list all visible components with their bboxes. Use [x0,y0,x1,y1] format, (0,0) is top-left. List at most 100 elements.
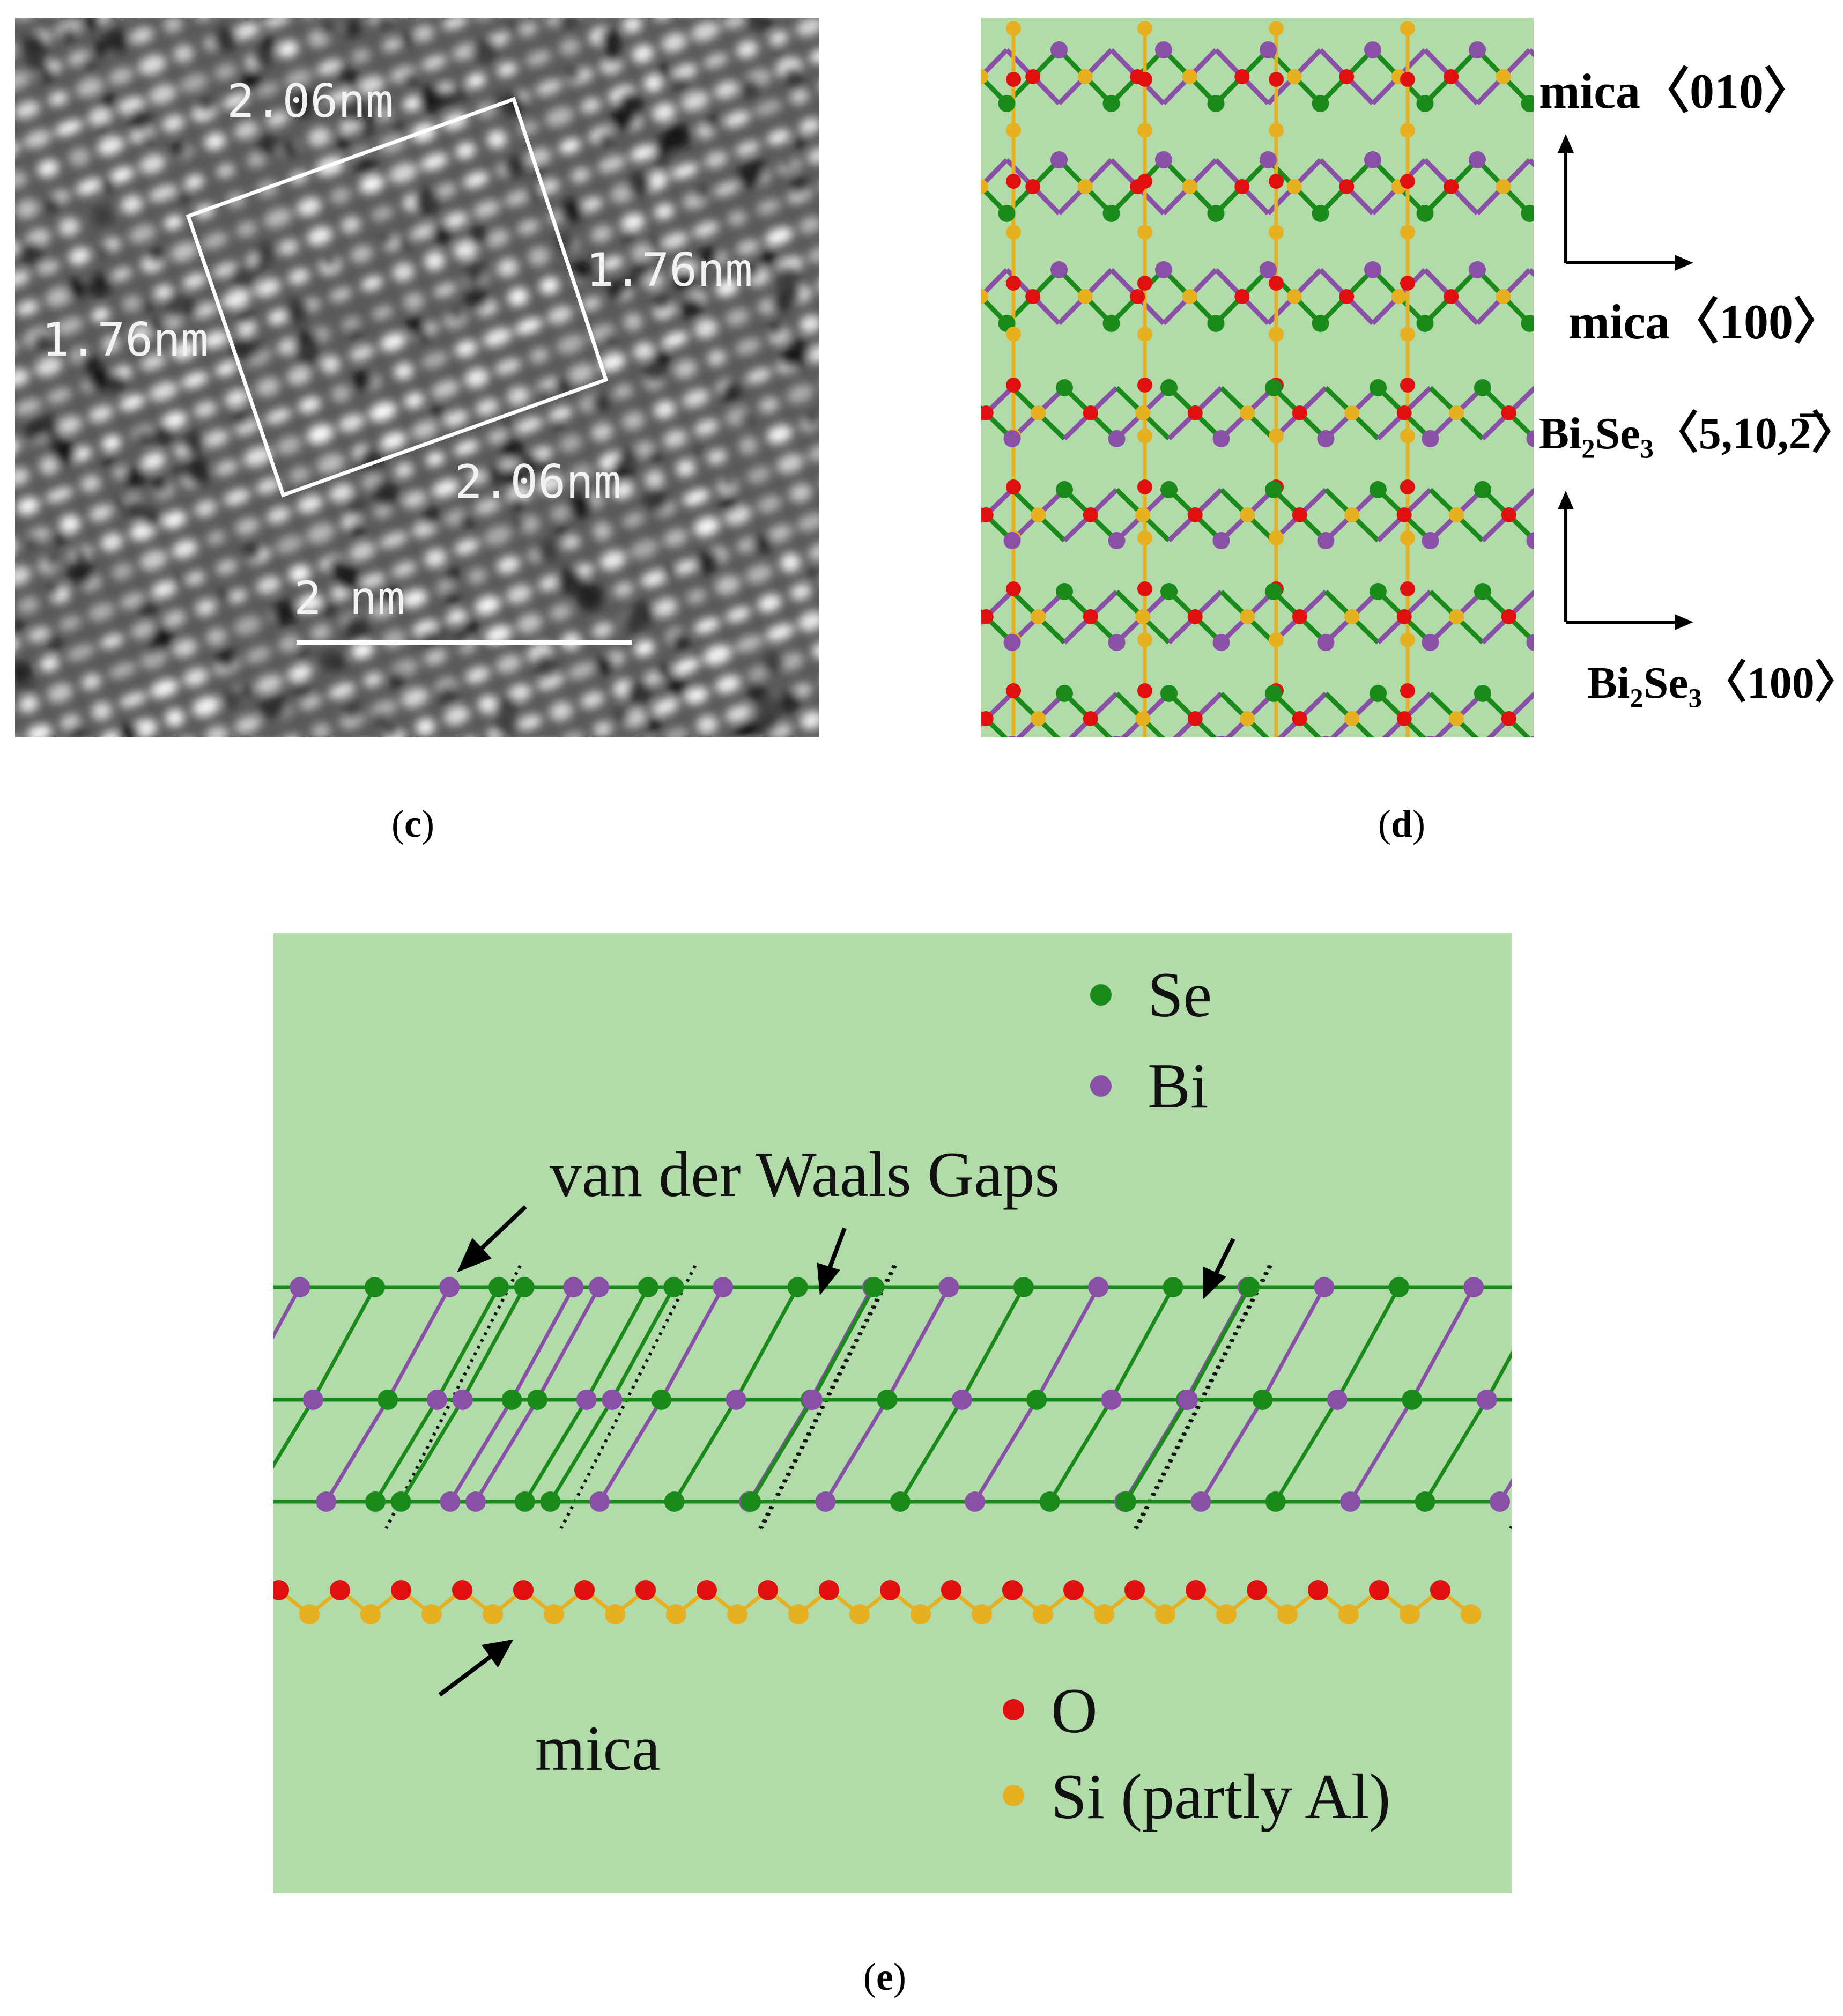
lattice-spot [256,575,281,594]
dark-spot [242,541,262,562]
dark-spot [240,685,254,699]
dark-spot [617,447,640,470]
lattice-spot [57,416,82,435]
dark-spot [778,690,802,714]
lattice-spot [548,406,572,422]
lattice-spot [15,101,40,119]
o-atom [513,1580,534,1600]
dark-spot [393,122,405,135]
lattice-spot [663,528,688,548]
lattice-spot [590,225,613,243]
lattice-spot [442,211,468,229]
dark-spot [147,247,164,264]
lattice-spot [15,270,31,287]
lattice-spot [455,142,476,159]
lattice-spot [36,260,60,275]
lattice-spot [122,294,142,313]
dark-spot [103,28,129,54]
lattice-spot [726,607,751,623]
lattice-spot [278,634,301,653]
lattice-spot [391,561,417,578]
chain-atom [1137,276,1152,291]
dark-spot [15,618,25,633]
dark-spot [91,274,112,296]
arrow-right-mica [1675,255,1693,271]
si-atom [788,1604,809,1624]
si-atom [1240,507,1255,522]
bond [1410,1286,1476,1401]
lattice-spot [119,692,147,708]
dark-spot [127,107,152,132]
dark-spot [319,21,334,36]
bond [386,1286,452,1401]
dark-spot [438,686,459,707]
dark-spot [519,452,540,474]
lattice-spot [745,564,773,584]
chain-atom [1400,530,1415,545]
lattice-spot [704,151,728,168]
lattice-spot [696,715,719,735]
si-atom [1400,1604,1420,1624]
dark-spot [437,623,449,636]
lattice-spot [194,401,217,418]
o-atom [1444,69,1459,84]
lattice-spot [725,704,752,722]
lattice-spot [254,674,283,694]
lattice-spot [215,361,237,376]
bond [510,1286,575,1401]
dark-spot [230,264,256,291]
se-atom [1102,95,1120,112]
dark-spot [694,185,708,200]
lattice-spot [108,167,134,184]
lattice-spot [777,652,804,671]
lattice-spot [715,279,738,297]
dark-spot [626,680,653,707]
bond [734,1286,800,1401]
lattice-spot [463,171,489,188]
lattice-spot [453,440,479,456]
dark-spot [141,300,153,312]
lattice-spot [800,315,819,334]
bi-atom [1317,532,1335,549]
dark-spot [656,64,672,80]
dark-spot [330,655,346,670]
o-atom [880,1580,900,1600]
bi-atom [1212,532,1230,549]
bi-atom [1364,261,1381,278]
si-atom [1077,179,1093,194]
o-atom [981,609,994,624]
si-atom [1031,405,1046,420]
si-atom [1033,1604,1053,1624]
dark-spot [673,270,695,291]
o-atom [697,1580,717,1600]
bi-atom [1108,634,1126,651]
si-atom [299,1604,320,1624]
lattice-spot [213,63,237,80]
dark-spot [463,618,480,634]
dark-spot [81,57,97,73]
dark-spot [623,611,646,633]
dark-spot [536,458,554,477]
chain-atom [1400,225,1415,240]
se-atom [1116,1491,1136,1512]
lattice-spot [15,70,31,91]
lattice-spot [661,331,689,348]
lattice-spot [467,567,487,585]
dark-spot [503,155,526,178]
se-atom [1265,685,1282,702]
dark-spot [140,134,154,147]
dark-spot [445,567,460,582]
lattice-spot [465,72,486,89]
dark-spot [294,341,321,367]
se-atom [864,1277,884,1297]
lattice-spot [525,50,552,67]
se-atom [1370,379,1387,396]
dark-spot [757,711,780,734]
chain-atom [1137,429,1152,444]
dark-spot [114,498,125,509]
lattice-spot [139,550,167,571]
lattice-spot [108,662,137,679]
dark-spot [82,353,99,371]
lattice-spot [16,497,40,515]
si-atom [849,1604,870,1624]
